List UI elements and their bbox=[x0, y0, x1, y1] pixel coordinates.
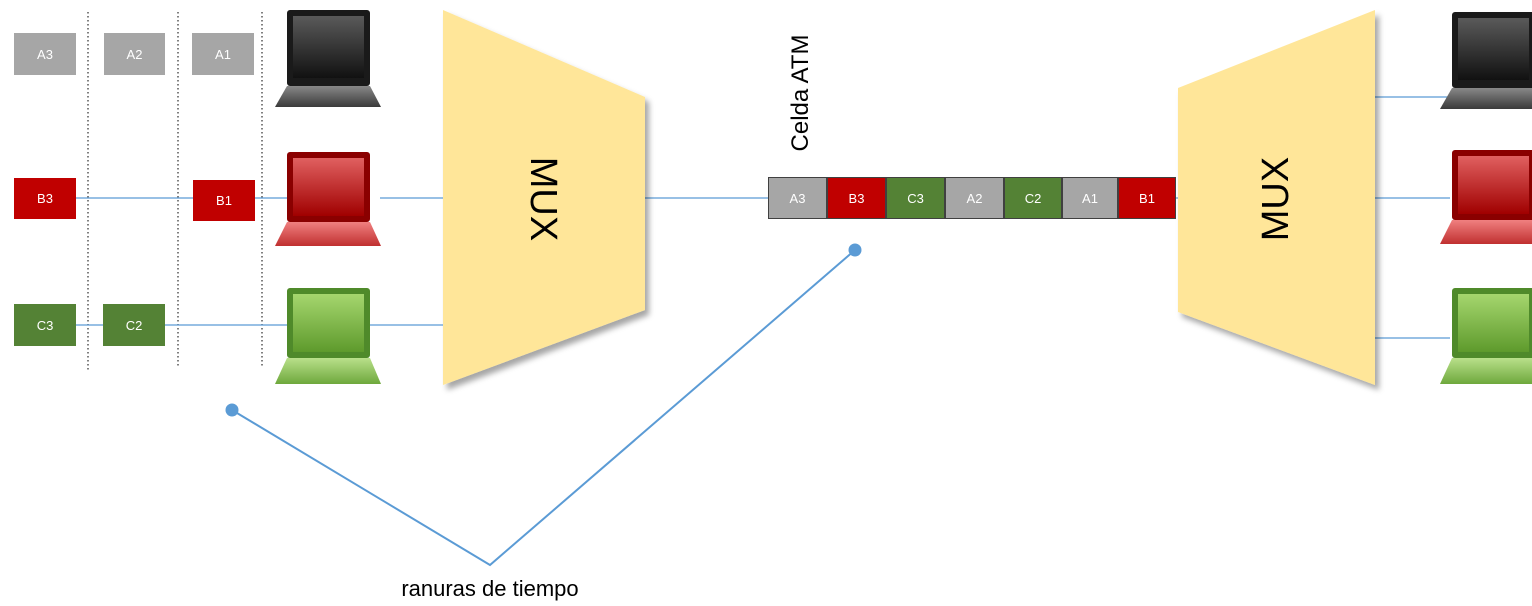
laptop-green-icon bbox=[275, 288, 381, 384]
input-cell-a1: A1 bbox=[192, 33, 254, 75]
input-cell-a2: A2 bbox=[104, 33, 165, 75]
laptop-black-icon bbox=[275, 10, 381, 107]
input-cell-c3: C3 bbox=[14, 304, 76, 346]
laptop-red-icon bbox=[1440, 150, 1532, 244]
atm-cell-a2: A2 bbox=[945, 177, 1004, 219]
mux-right bbox=[1178, 10, 1375, 385]
atm-cell-c2: C2 bbox=[1004, 177, 1062, 219]
atm-cell-a1: A1 bbox=[1062, 177, 1118, 219]
laptop-red-icon bbox=[275, 152, 381, 246]
mux-left bbox=[443, 10, 645, 385]
mux-left-label: MUX bbox=[522, 156, 565, 242]
laptop-green-icon bbox=[1440, 288, 1532, 384]
atm-cell-b1: B1 bbox=[1118, 177, 1176, 219]
atm-cell-c3: C3 bbox=[886, 177, 945, 219]
callout-dot bbox=[225, 403, 239, 417]
input-cell-b1: B1 bbox=[193, 180, 255, 221]
laptop-black-icon bbox=[1440, 12, 1532, 109]
time-slots-label: ranuras de tiempo bbox=[401, 576, 579, 601]
atm-cell-a3: A3 bbox=[768, 177, 827, 219]
atm-cell-b3: B3 bbox=[827, 177, 886, 219]
atm-cell-label: Celda ATM bbox=[787, 34, 814, 152]
input-cell-b3: B3 bbox=[14, 178, 76, 219]
mux-right-label: MUX bbox=[1254, 156, 1297, 242]
callout-line bbox=[231, 249, 856, 567]
input-cell-a3: A3 bbox=[14, 33, 76, 75]
callout-dot bbox=[848, 243, 862, 257]
input-cell-c2: C2 bbox=[103, 304, 165, 346]
